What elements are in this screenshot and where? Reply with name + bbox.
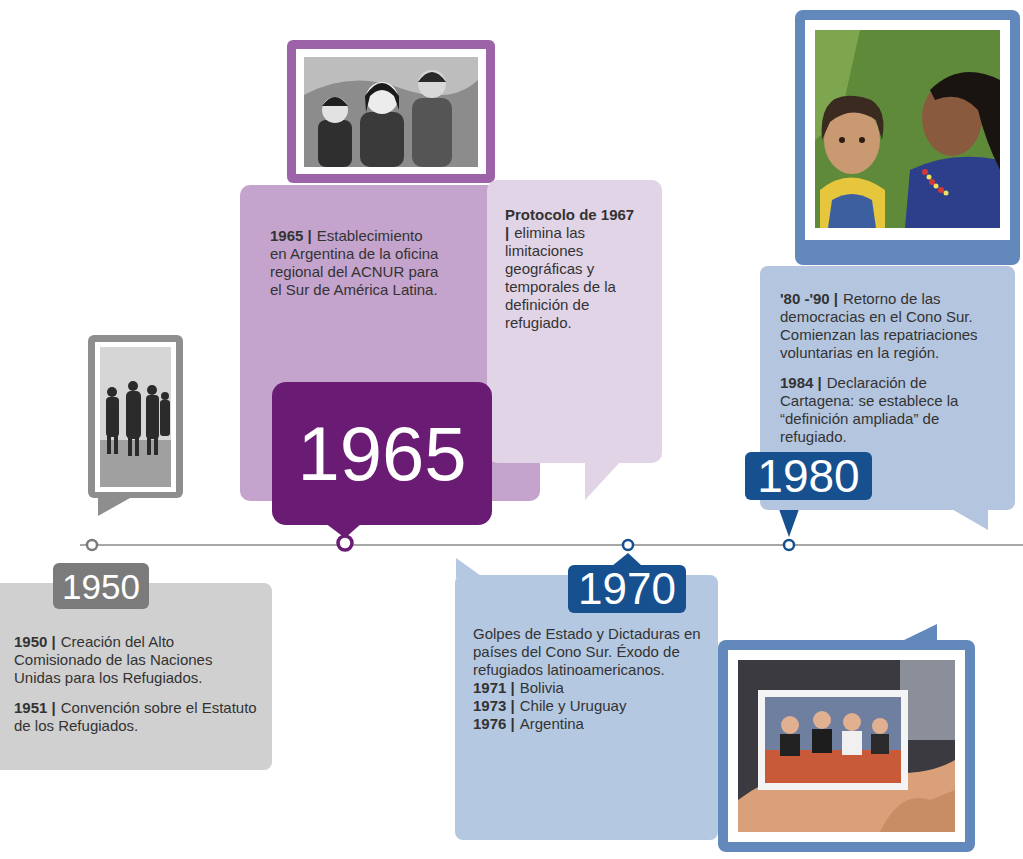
photo-background — [738, 660, 955, 832]
timeline-dot — [623, 540, 633, 550]
photo-frame — [88, 335, 183, 498]
event-paragraph: 1950 |Creación del Alto Comisionado de l… — [14, 633, 260, 687]
photo-1970 — [718, 640, 975, 852]
event-paragraph: 1984 |Declaración de Cartagena: se estab… — [780, 374, 1003, 446]
timeline-axis — [80, 544, 1023, 546]
timeline-dot — [784, 540, 794, 550]
event-text: Bolivia — [520, 679, 564, 696]
event-text: Argentina — [520, 715, 584, 732]
year-label: 1950 — [62, 569, 140, 604]
event-date: 1965 | — [270, 227, 312, 244]
photo-woman — [905, 72, 1000, 228]
bubble-tail — [98, 498, 130, 516]
event-date: 1971 | — [473, 679, 515, 696]
event-text: Chile y Uruguay — [520, 697, 627, 714]
event-paragraph: 1971 | Bolivia — [473, 679, 706, 697]
bubble-tail — [950, 508, 988, 530]
photo-frame — [287, 40, 495, 183]
year-tag: 1980 — [745, 452, 872, 500]
photo-border — [95, 342, 176, 492]
photo-1965 — [287, 40, 495, 183]
event-paragraph: Golpes de Estado y Dictaduras en países … — [473, 625, 706, 679]
event-date: 1976 | — [473, 715, 515, 732]
photo-border — [296, 49, 486, 174]
event-text: Golpes de Estado y Dictaduras en países … — [473, 625, 701, 678]
photo-border — [728, 650, 965, 842]
event-date: 1973 | — [473, 697, 515, 714]
year-label: 1980 — [757, 453, 859, 499]
photo-child — [820, 96, 885, 228]
timeline-dot — [87, 540, 97, 550]
photo-frame — [795, 10, 1020, 265]
event-paragraph: 1965 |Establecimiento en Argentina de la… — [270, 227, 440, 299]
photo-children — [318, 70, 452, 167]
photo-sky — [100, 347, 171, 487]
photo-background — [815, 30, 1000, 228]
event-date: 1950 | — [14, 633, 56, 650]
bubble-tail — [585, 460, 622, 500]
year-label: 1970 — [578, 567, 676, 611]
photo-1980 — [795, 10, 1020, 265]
photo-background — [304, 57, 478, 167]
event-paragraph: '80 -'90 |Retorno de las democracias en … — [780, 290, 1003, 362]
photo-figures — [106, 381, 170, 456]
event-paragraph: 1951 |Convención sobre el Estatuto de lo… — [14, 699, 260, 735]
event-paragraph: 1976 | Argentina — [473, 715, 706, 733]
event-paragraph: Protocolo de 1967 |elimina las limitacio… — [505, 206, 650, 332]
year-tag: 1950 — [53, 563, 149, 609]
event-date: 1984 | — [780, 374, 822, 391]
year-tag: 1970 — [568, 565, 686, 613]
event-bubble: Protocolo de 1967 |elimina las limitacio… — [487, 180, 662, 463]
event-date: 1951 | — [14, 699, 56, 716]
year-label: 1965 — [297, 416, 466, 492]
event-bubble: Golpes de Estado y Dictaduras en países … — [455, 575, 718, 840]
event-paragraph: 1973 | Chile y Uruguay — [473, 697, 706, 715]
photo-print — [758, 690, 908, 790]
photo-1950 — [88, 335, 183, 498]
bubble-tail — [900, 624, 937, 642]
photo-wall — [900, 660, 955, 740]
event-bubble: 1950 |Creación del Alto Comisionado de l… — [0, 583, 272, 770]
photo-border — [805, 20, 1010, 240]
year-tag: 1965 — [272, 382, 492, 525]
event-date: '80 -'90 | — [780, 290, 838, 307]
timeline-dot — [338, 536, 352, 550]
photo-frame — [718, 640, 975, 852]
event-text: elimina las limitaciones geográficas y t… — [505, 224, 616, 331]
photo-thumb — [880, 790, 955, 832]
